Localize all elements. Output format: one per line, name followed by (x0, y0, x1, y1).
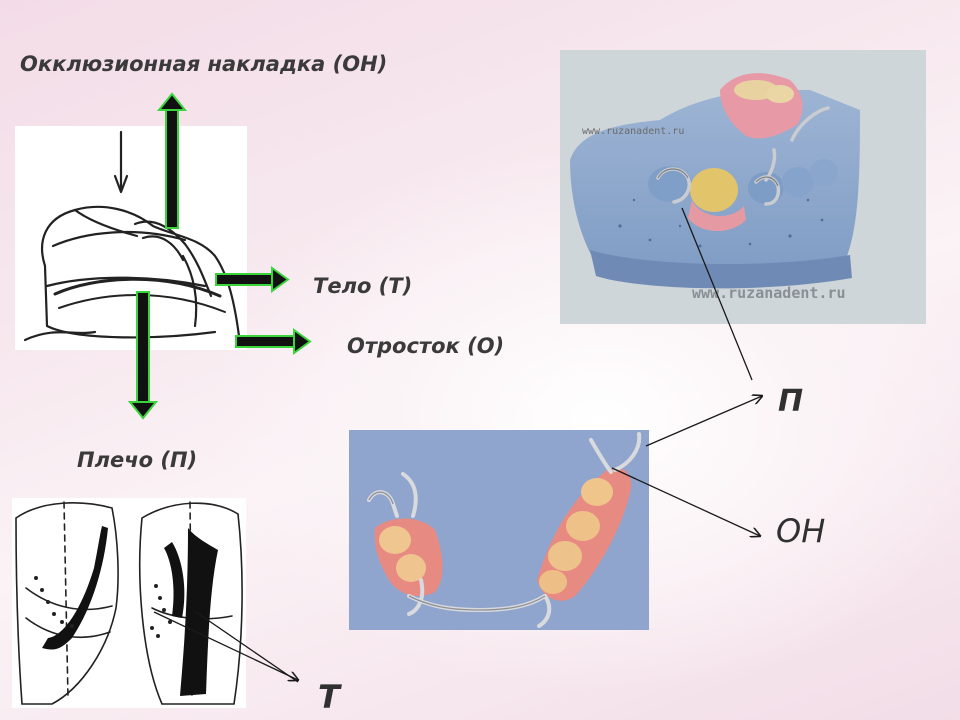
process-label: Отросток (О) (347, 334, 505, 358)
occlusal-letters: ОН (776, 512, 826, 550)
occlusal-rest-label: Окклюзионная накладка (ОН) (20, 52, 388, 76)
model-photo: www.ruzanadent.ru www.ruzanadent.ru (560, 50, 926, 324)
watermark-small: www.ruzanadent.ru (582, 126, 685, 137)
connector-p-denture (645, 396, 762, 447)
clasp-schematic (12, 498, 246, 708)
denture-photo (349, 430, 649, 630)
clasp-tooth-drawing (15, 126, 247, 350)
right-arrow-process (235, 328, 312, 355)
shoulder-label: Плечо (П) (77, 448, 198, 472)
body-label: Тело (Т) (313, 274, 413, 298)
body-letter: Т (318, 678, 340, 716)
shoulder-letter: П (778, 384, 804, 419)
watermark-large: www.ruzanadent.ru (692, 284, 846, 302)
